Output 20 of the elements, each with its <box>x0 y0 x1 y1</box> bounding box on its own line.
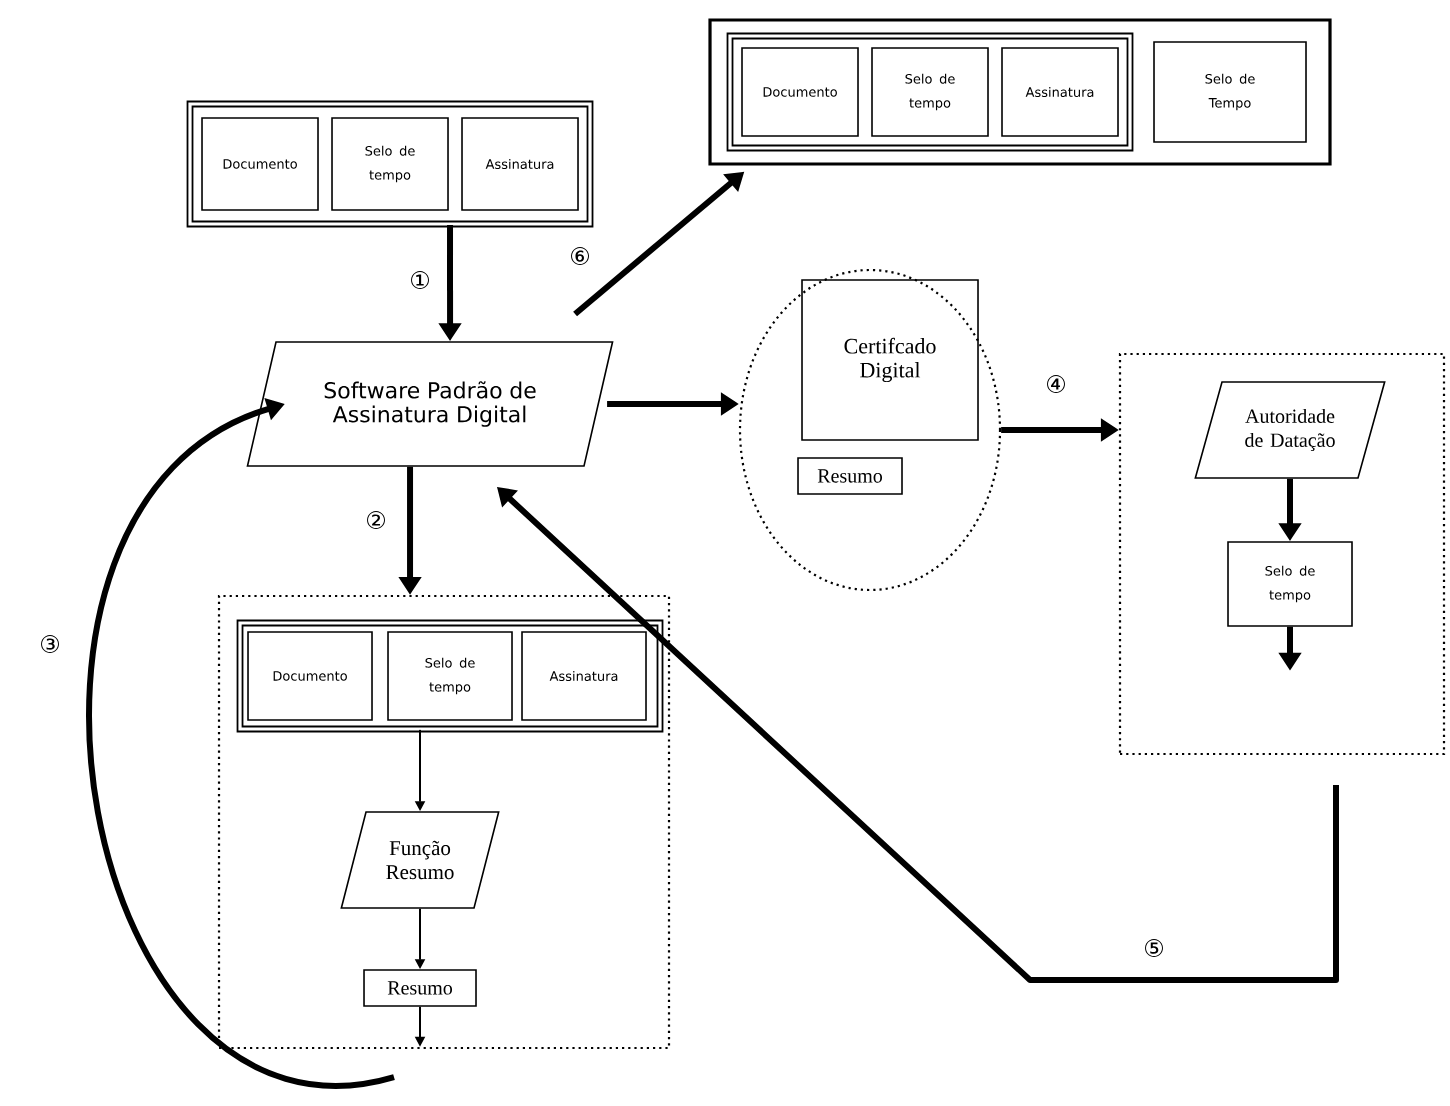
document-bundle <box>236 619 664 733</box>
step-number: ① <box>407 269 433 291</box>
step-number: ③ <box>37 633 63 655</box>
process-parallelogram: Função Resumo <box>340 811 500 909</box>
timestamped-bundle <box>708 18 1332 166</box>
process-parallelogram: Autoridade de Datação <box>1194 381 1386 479</box>
arrow <box>86 397 395 1088</box>
document-bundle <box>726 32 1134 152</box>
dotted-group-box <box>1118 352 1446 756</box>
text-box: Resumo <box>363 969 477 1007</box>
step-number: ④ <box>1043 373 1069 395</box>
step-number: ② <box>363 509 389 531</box>
step-number: ⑤ <box>1141 937 1167 959</box>
text-box: Resumo <box>797 457 903 495</box>
step-number: ⑥ <box>567 245 593 267</box>
process-parallelogram: Software Padrão de Assinatura Digital <box>246 341 614 467</box>
document-bundle <box>186 100 594 228</box>
text-box: Certifcado Digital <box>801 279 979 441</box>
dotted-group-box <box>217 594 671 1050</box>
dotted-ellipse <box>738 268 1002 592</box>
